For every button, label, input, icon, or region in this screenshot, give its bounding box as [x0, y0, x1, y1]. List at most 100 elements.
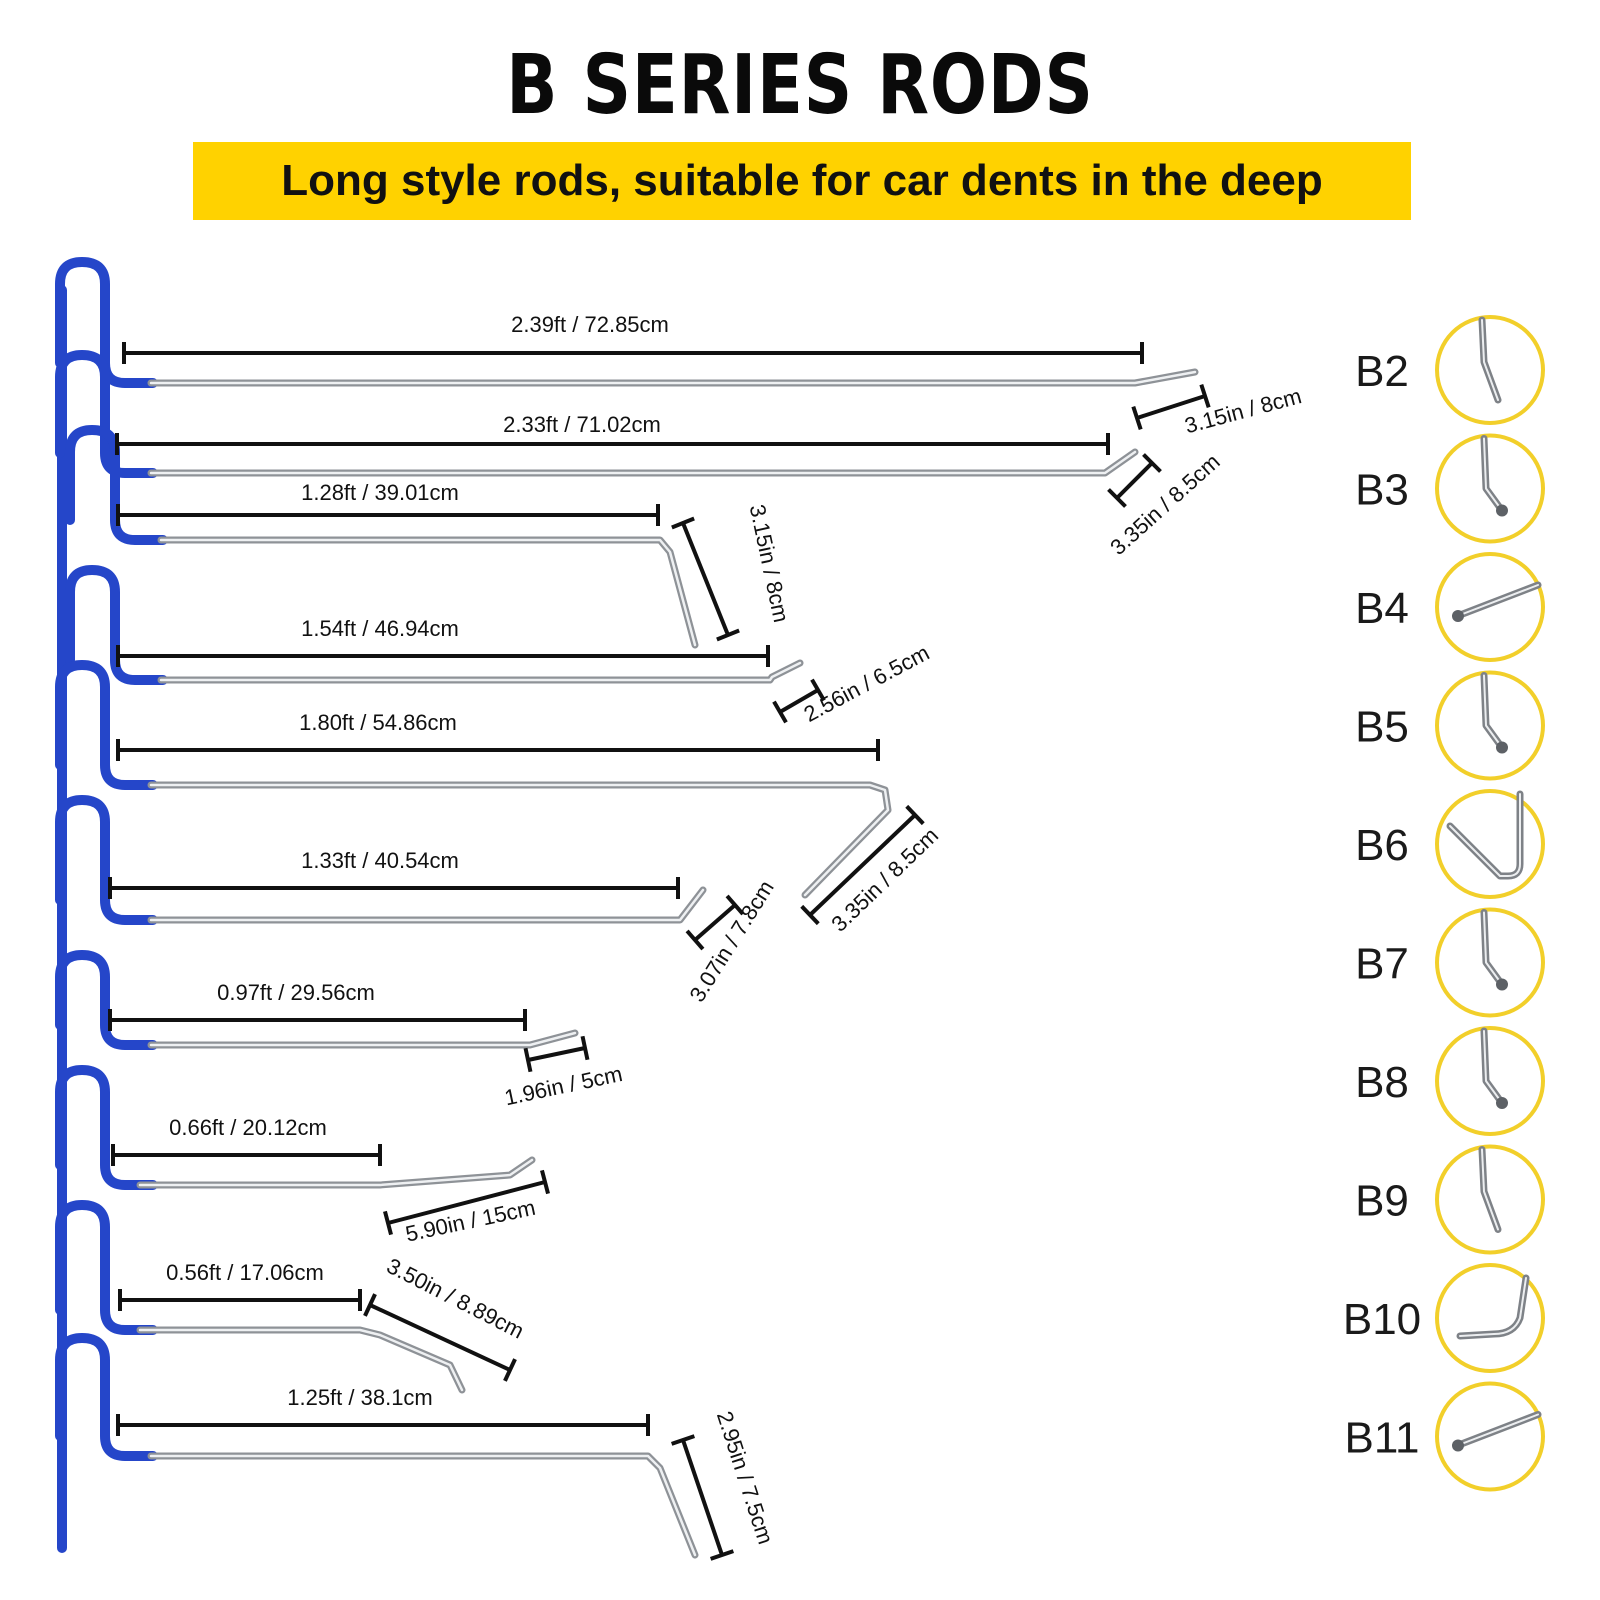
series-b2: B2 — [1355, 315, 1545, 425]
tip-dim-cap-start-b11 — [670, 1434, 696, 1446]
rod-shine-b6 — [149, 783, 890, 897]
rod-handle-b8 — [55, 950, 158, 1050]
angled-hook-tip-icon — [1446, 790, 1524, 880]
tip-dim-cap-start-b6 — [800, 904, 820, 926]
tip-dim-cap-start-b2 — [1131, 405, 1143, 431]
rod-b10 — [55, 1200, 466, 1394]
tip-dim-cap-start-b7 — [685, 929, 705, 951]
length-label-b6: 1.80ft / 54.86cm — [299, 710, 457, 735]
series-label-b11: B11 — [1344, 1414, 1419, 1463]
bent-ball-tip-icon — [1480, 435, 1508, 517]
ball-tip-icon — [1452, 1411, 1542, 1452]
length-label-b10: 0.56ft / 17.06cm — [166, 1260, 324, 1285]
tip-label-b4: 3.15in / 8cm — [745, 502, 794, 624]
tip-label-b2: 3.15in / 8cm — [1182, 383, 1304, 438]
tip-dim-cap-end-b4 — [716, 628, 740, 642]
rod-handle-b5 — [65, 565, 168, 685]
page-title: B SERIES RODS — [506, 38, 1094, 133]
rod-shine-b9 — [138, 1158, 534, 1187]
series-b8: B8 — [1355, 1026, 1545, 1136]
tip-dim-cap-end-b5 — [810, 678, 826, 702]
rod-shine-b8 — [149, 1031, 577, 1047]
tip-dim-cap-end-b11 — [709, 1549, 735, 1561]
rod-handle-b11 — [55, 1333, 158, 1461]
rod-shaft-b6 — [147, 781, 892, 899]
rod-b6 — [55, 660, 892, 899]
tip-label-b10: 3.50in / 8.89cm — [383, 1253, 528, 1344]
length-dimension-b8: 0.97ft / 29.56cm — [108, 980, 527, 1031]
length-label-b11: 1.25ft / 38.1cm — [287, 1385, 433, 1410]
tip-ball — [1496, 1097, 1508, 1109]
rod-b9 — [55, 1065, 536, 1190]
rod-b4 — [65, 425, 699, 649]
length-label-b7: 1.33ft / 40.54cm — [301, 848, 459, 873]
bent-point-tip-icon — [1478, 1146, 1502, 1233]
length-label-b2: 2.39ft / 72.85cm — [511, 312, 669, 337]
tip-dim-line-b9 — [387, 1180, 546, 1225]
length-label-b4: 1.28ft / 39.01cm — [301, 480, 459, 505]
series-b4: B4 — [1355, 552, 1545, 662]
length-dimension-b11: 1.25ft / 38.1cm — [116, 1385, 650, 1436]
length-dimension-b3: 2.33ft / 71.02cm — [115, 412, 1110, 455]
tip-shine — [1459, 584, 1539, 616]
series-label-b3: B3 — [1355, 466, 1409, 515]
tip-dimension-b2: 3.15in / 8cm — [1131, 383, 1304, 438]
length-label-b3: 2.33ft / 71.02cm — [503, 412, 661, 437]
series-b6: B6 — [1355, 789, 1545, 899]
rod-shine-b11 — [149, 1454, 697, 1557]
rod-handle-b2 — [55, 257, 158, 388]
subtitle-text: Long style rods, suitable for car dents … — [281, 156, 1323, 205]
length-dimension-b10: 0.56ft / 17.06cm — [118, 1260, 362, 1311]
tip-dim-line-b7 — [693, 903, 737, 942]
series-label-b8: B8 — [1355, 1058, 1409, 1107]
rod-b7 — [55, 795, 707, 925]
rod-handle-b9 — [55, 1065, 158, 1190]
subtitle-banner: Long style rods, suitable for car dents … — [193, 142, 1411, 220]
rod-shaft-b8 — [147, 1029, 579, 1049]
tip-ball — [1496, 978, 1508, 991]
length-label-b5: 1.54ft / 46.94cm — [301, 616, 459, 641]
tip-dimension-b5: 2.56in / 6.5cm — [772, 640, 934, 727]
tip-dim-cap-start-b8 — [523, 1047, 533, 1073]
series-b11: B11 — [1344, 1381, 1545, 1492]
tip-ring-b6 — [1435, 789, 1545, 899]
length-label-b8: 0.97ft / 29.56cm — [217, 980, 375, 1005]
length-dimension-b9: 0.66ft / 20.12cm — [111, 1115, 382, 1166]
tip-dim-cap-end-b3 — [1142, 453, 1162, 473]
tip-dim-cap-end-b7 — [725, 894, 745, 916]
tip-dim-line-b6 — [808, 813, 917, 917]
series-b3: B3 — [1355, 433, 1545, 544]
rod-b5 — [65, 565, 804, 685]
length-dimension-b5: 1.54ft / 46.94cm — [116, 616, 770, 667]
tip-label-b5: 2.56in / 6.5cm — [800, 640, 934, 727]
tip-shine — [1481, 319, 1499, 401]
tip-ball — [1452, 1439, 1464, 1452]
series-label-b9: B9 — [1355, 1177, 1409, 1226]
tip-dim-line-b5 — [778, 688, 820, 714]
rod-shaft-b3 — [147, 448, 1139, 477]
tip-ball — [1452, 610, 1464, 622]
tip-shine — [1449, 793, 1521, 877]
tip-dim-cap-start-b9 — [383, 1210, 393, 1236]
tip-dim-line-b10 — [369, 1303, 511, 1372]
series-b5: B5 — [1355, 670, 1545, 781]
tip-shine — [1459, 1277, 1527, 1337]
rod-handle-b6 — [55, 660, 158, 790]
rod-shine-b4 — [159, 538, 697, 647]
rod-b8 — [55, 950, 579, 1050]
bent-ball-tip-icon — [1480, 1027, 1508, 1109]
tip-dim-cap-end-b6 — [905, 804, 925, 826]
tip-shine — [1481, 1148, 1499, 1231]
tip-dim-cap-end-b2 — [1199, 383, 1211, 409]
series-label-b4: B4 — [1355, 584, 1409, 633]
rod-shaft-b10 — [136, 1326, 466, 1394]
rod-handle-b7 — [55, 795, 158, 925]
tip-dimension-b3: 3.35in / 8.5cm — [1105, 449, 1224, 560]
tip-shine — [1483, 674, 1503, 749]
rod-handle-b10 — [55, 1200, 158, 1335]
series-label-b10: B10 — [1343, 1295, 1421, 1344]
series-label-b5: B5 — [1355, 703, 1409, 752]
length-dimension-b2: 2.39ft / 72.85cm — [122, 312, 1144, 364]
tip-dim-line-b3 — [1115, 461, 1154, 500]
